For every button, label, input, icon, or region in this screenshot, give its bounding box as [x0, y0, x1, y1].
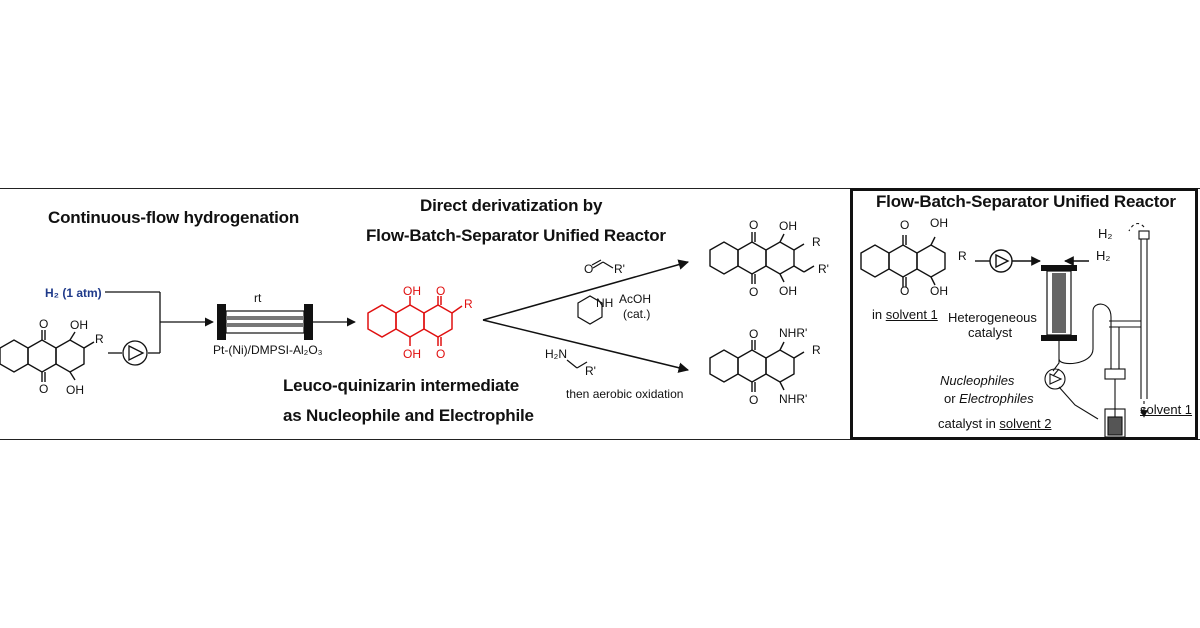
up-r-prime: R': [818, 262, 829, 276]
solvent1-caption: in solvent 1: [872, 307, 938, 322]
nucleophiles-label: Nucleophiles: [940, 373, 1015, 388]
sm-hydroxyl-top: OH: [70, 318, 88, 332]
unified-reactor-graphics: [860, 222, 1150, 438]
up-r-group: R: [812, 235, 821, 249]
reactor-temperature-label: rt: [254, 291, 262, 305]
sm-oxygen-top: O: [39, 317, 49, 331]
catalyst-solvent2-caption: catalyst in solvent 2: [938, 416, 1051, 431]
h2-outlet-label: H₂: [1098, 226, 1113, 241]
leuco-intermediate-structure: [367, 296, 463, 346]
rp-r-group: R: [958, 249, 967, 263]
upper-product-structure: [709, 232, 815, 284]
sm-oxygen-bottom: O: [39, 382, 49, 396]
derivatization-title-line2: Flow-Batch-Separator Unified Reactor: [366, 226, 666, 245]
int-hydroxyl-bottom: OH: [403, 347, 421, 361]
amine-h2n: H₂N: [545, 347, 567, 361]
catalyst-label: Pt-(Ni)/DMPSI-Al₂O₃: [213, 343, 323, 357]
int-hydroxyl-top: OH: [403, 284, 421, 298]
int-oxygen-top: O: [436, 284, 446, 298]
h2-pressure-label: H₂ (1 atm): [45, 286, 102, 300]
up-oxygen-bottom: O: [749, 285, 759, 299]
intermediate-caption-line1: Leuco-quinizarin intermediate: [283, 376, 520, 395]
unified-reactor-title: Flow-Batch-Separator Unified Reactor: [876, 192, 1176, 211]
rp-hydroxyl-bottom: OH: [930, 284, 948, 298]
acoh-label: AcOH: [619, 292, 652, 306]
intermediate-caption-line2: as Nucleophile and Electrophile: [283, 406, 534, 425]
low-oxygen-bottom: O: [749, 393, 759, 407]
int-r-group: R: [464, 297, 473, 311]
up-hydroxyl-bottom: OH: [779, 284, 797, 298]
low-nhr-top: NHR': [779, 326, 808, 340]
sm-r-group: R: [95, 332, 104, 346]
aldehyde-oxygen: O: [584, 262, 594, 276]
catalyst-in-text: catalyst in: [938, 416, 1000, 431]
derivatization-title-line1: Direct derivatization by: [420, 196, 603, 215]
low-nhr-bottom: NHR': [779, 392, 808, 406]
int-oxygen-bottom: O: [436, 347, 446, 361]
aldehyde-r-prime: R': [614, 262, 625, 276]
solvent1-text: solvent 1: [885, 307, 938, 322]
electrophiles-caption: or Electrophiles: [944, 391, 1034, 406]
solvent1-outlet-label: solvent 1: [1140, 402, 1193, 417]
up-oxygen-top: O: [749, 218, 759, 232]
low-oxygen-top: O: [749, 327, 759, 341]
lower-product-structure: [709, 340, 805, 392]
low-r-group: R: [812, 343, 821, 357]
aerobic-oxidation-label: then aerobic oxidation: [566, 387, 684, 401]
piperidine-structure: [577, 295, 603, 325]
solvent1-prefix: in: [872, 307, 886, 322]
reaction-arrows: [482, 259, 690, 373]
unified-reactor-panel: [850, 188, 1198, 440]
sm-hydroxyl-bottom: OH: [66, 383, 84, 397]
rp-oxygen-bottom: O: [900, 284, 910, 298]
catalytic-label: (cat.): [623, 307, 651, 321]
tube-reactor: [217, 304, 356, 340]
solvent2-text: solvent 2: [999, 416, 1052, 431]
amine-structure: [566, 359, 588, 369]
rp-oxygen-top: O: [900, 218, 910, 232]
h2-inlet-label: H₂: [1096, 248, 1111, 263]
piperidine-nh: NH: [596, 296, 614, 310]
amine-r-prime: R': [585, 364, 596, 378]
or-word: or: [944, 391, 960, 406]
flow-hydrogenation-title: Continuous-flow hydrogenation: [48, 208, 300, 227]
rp-hydroxyl-top: OH: [930, 216, 948, 230]
flow-lines-left: [105, 291, 214, 366]
scheme-frame: [0, 188, 1200, 440]
catalyst-word: catalyst: [968, 325, 1013, 340]
electrophiles-text: Electrophiles: [959, 391, 1034, 406]
starting-quinizarin-structure: [0, 330, 95, 382]
up-hydroxyl-top: OH: [779, 219, 797, 233]
aldehyde-structure: [591, 259, 614, 269]
heterogeneous-label: Heterogeneous: [948, 310, 1037, 325]
